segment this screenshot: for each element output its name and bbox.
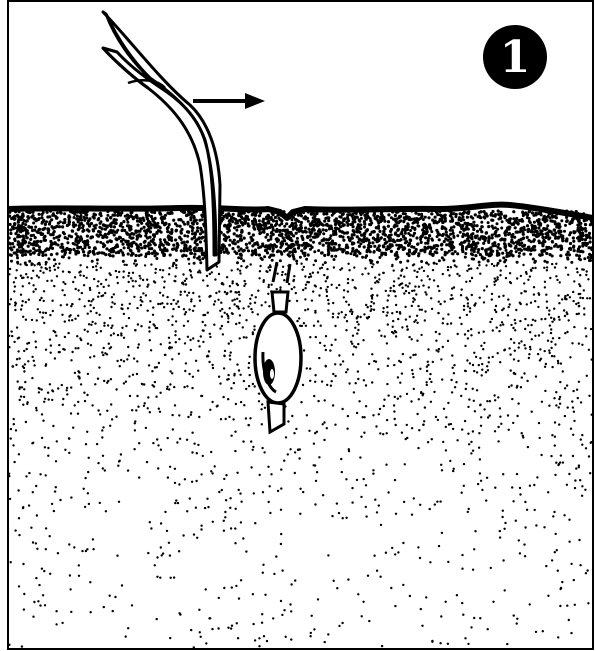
step-number-badge: 1 xyxy=(483,25,547,89)
step-number: 1 xyxy=(500,32,531,83)
